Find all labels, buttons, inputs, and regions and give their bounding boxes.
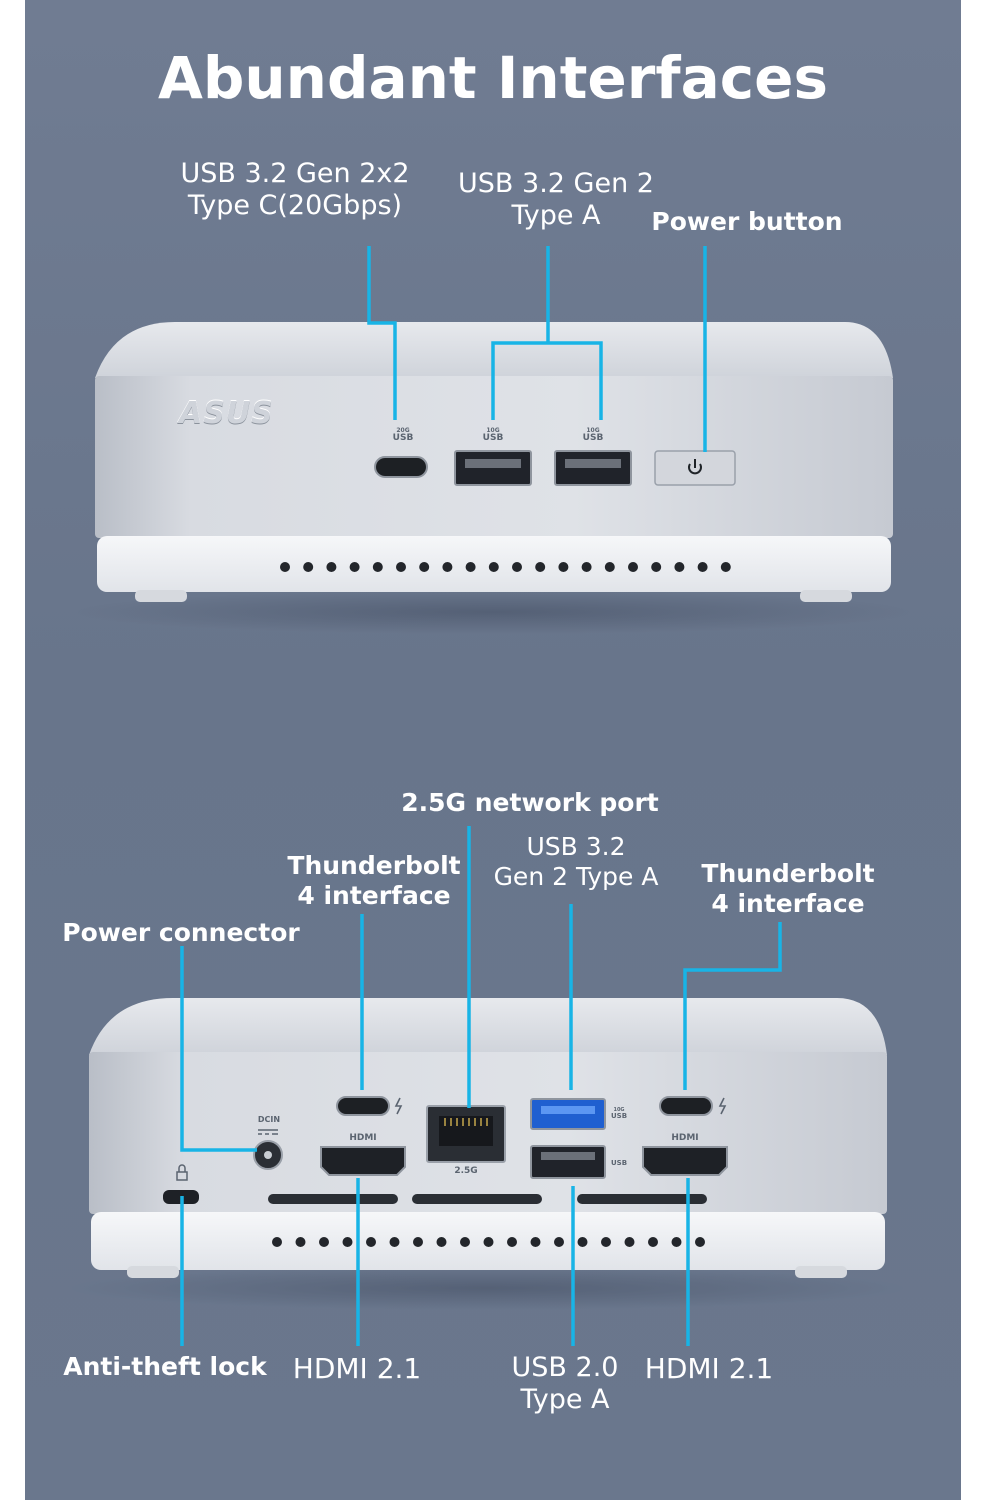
usb-a-port-1-tongue xyxy=(465,459,521,468)
vent-hole xyxy=(624,1237,635,1247)
slot-vent-3 xyxy=(577,1194,707,1204)
vent-hole xyxy=(648,1237,658,1247)
rj45-socket xyxy=(439,1116,493,1146)
product-infographic: Abundant Interfaces xyxy=(25,0,961,1500)
headline: Abundant Interfaces xyxy=(157,44,828,112)
thunderbolt-icon xyxy=(394,1097,403,1115)
hdmi-mark-right: HDMI xyxy=(671,1133,699,1143)
vent-hole xyxy=(366,1237,376,1247)
vent-hole xyxy=(483,1237,494,1247)
anti-theft-lock-callout: Anti-theft lock xyxy=(63,1352,267,1381)
vent-hole xyxy=(674,562,685,572)
vent-hole xyxy=(372,562,383,572)
vent-hole xyxy=(465,562,476,572)
dcin-mark: DCIN xyxy=(257,1115,281,1124)
usb20-tongue xyxy=(541,1152,595,1160)
rear-callout-lines xyxy=(180,826,782,1346)
vent-hole xyxy=(697,562,708,572)
vent-hole xyxy=(349,562,360,572)
usb-c-port xyxy=(374,456,428,478)
rear-foot-left xyxy=(127,1266,179,1278)
front-foot-right xyxy=(800,590,852,602)
device-illustration xyxy=(67,246,913,1346)
dc-in-icon xyxy=(258,1129,278,1135)
thunderbolt-port-right xyxy=(659,1096,713,1116)
front-foot-left xyxy=(135,590,187,602)
vent-hole xyxy=(396,562,406,572)
hdmi-left-callout: HDMI 2.1 xyxy=(292,1352,422,1385)
vent-hole xyxy=(530,1237,541,1247)
lan-mark: 2.5G xyxy=(454,1166,478,1176)
power-icon xyxy=(688,459,702,475)
slot-vent-1 xyxy=(268,1194,398,1204)
vent-hole xyxy=(436,1237,447,1247)
vent-hole xyxy=(695,1237,705,1247)
vent-hole xyxy=(604,562,615,572)
rear-vents xyxy=(272,1237,705,1247)
vent-hole xyxy=(342,1237,353,1247)
vent-hole xyxy=(507,1237,517,1247)
vent-hole xyxy=(272,1237,282,1247)
vent-hole xyxy=(295,1237,306,1247)
vent-hole xyxy=(581,562,592,572)
vent-hole xyxy=(554,1237,564,1247)
vent-hole xyxy=(326,562,337,572)
lock-icon xyxy=(176,1164,188,1181)
power-button-callout: Power button xyxy=(651,207,843,236)
rear-foot-right xyxy=(795,1266,847,1278)
hdmi-port-right xyxy=(642,1146,728,1176)
vent-hole xyxy=(535,562,546,572)
vent-hole xyxy=(319,1237,329,1247)
dc-in-pin xyxy=(264,1151,272,1159)
vent-hole xyxy=(651,562,662,572)
vent-hole xyxy=(577,1237,588,1247)
front-shadow xyxy=(73,590,913,634)
vent-hole xyxy=(419,562,430,572)
rear-shadow xyxy=(67,1266,907,1310)
vent-hole xyxy=(720,562,731,572)
vent-hole xyxy=(488,562,499,572)
hdmi-port-left xyxy=(320,1146,406,1176)
vent-hole xyxy=(558,562,569,572)
vent-hole xyxy=(671,1237,682,1247)
front-callout-lines xyxy=(367,246,707,452)
usb20-mark: USB xyxy=(610,1159,628,1167)
hdmi-mark-left: HDMI xyxy=(349,1133,377,1143)
rear-top-lid xyxy=(89,998,887,1055)
vent-hole xyxy=(601,1237,611,1247)
vent-hole xyxy=(303,562,314,572)
vent-hole xyxy=(280,562,290,572)
usb20-port xyxy=(530,1145,606,1179)
usb-a-port-2-tongue xyxy=(565,459,621,468)
vent-hole xyxy=(389,1237,400,1247)
rj45-pins xyxy=(444,1118,488,1126)
thunderbolt-port-left xyxy=(336,1096,390,1116)
usb32-tongue xyxy=(541,1106,595,1114)
slot-vent-2 xyxy=(412,1194,542,1204)
vent-hole xyxy=(413,1237,423,1247)
vent-hole xyxy=(628,562,638,572)
front-vents xyxy=(280,562,731,572)
vent-hole xyxy=(512,562,522,572)
thunderbolt-icon xyxy=(718,1097,727,1115)
vent-hole xyxy=(442,562,453,572)
vent-hole xyxy=(460,1237,470,1247)
power-connector-callout: Power connector xyxy=(62,918,300,947)
network-port-callout: 2.5G network port xyxy=(401,788,659,817)
hdmi-right-callout: HDMI 2.1 xyxy=(644,1352,774,1385)
asus-logo: ASUS xyxy=(179,396,274,431)
